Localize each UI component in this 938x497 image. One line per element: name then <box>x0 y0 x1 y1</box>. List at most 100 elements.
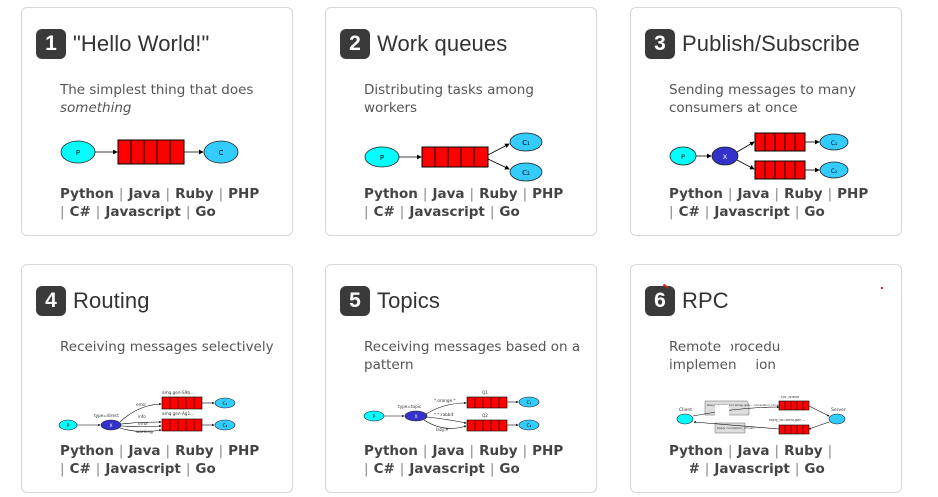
link-go[interactable]: Go <box>804 461 825 477</box>
separator: | <box>185 204 191 220</box>
link-csharp[interactable]: C# <box>678 204 700 220</box>
card-header[interactable]: 6 RPC <box>645 286 729 316</box>
link-php[interactable]: PHP <box>532 443 564 459</box>
reply-note: Reply correlation_id=abc <box>717 426 755 430</box>
link-php[interactable]: PHP <box>228 443 260 459</box>
link-javascript[interactable]: Javascript <box>105 461 181 477</box>
separator: | <box>422 186 428 202</box>
tutorial-title[interactable]: Publish/Subscribe <box>682 31 860 56</box>
link-go[interactable]: Go <box>499 204 520 220</box>
tutorial-card-3[interactable]: 3 Publish/Subscribe Sending messages to … <box>630 7 902 236</box>
consumer-node <box>509 132 543 152</box>
queue-name: Q2 <box>482 413 488 418</box>
separator: | <box>704 461 710 477</box>
link-csharp[interactable]: C# <box>373 461 395 477</box>
link-java[interactable]: Java <box>737 186 770 202</box>
work-queues-diagram: P C₁ C₂ <box>364 132 543 182</box>
link-ruby[interactable]: Ruby <box>175 443 214 459</box>
link-javascript[interactable]: Javascript <box>714 461 790 477</box>
consumer-node <box>203 140 239 164</box>
consumer-node <box>518 396 540 408</box>
exchange-node <box>711 146 739 166</box>
link-python[interactable]: Python <box>669 186 723 202</box>
link-java[interactable]: Java <box>737 443 770 459</box>
exchange-label: X <box>414 414 417 420</box>
tutorial-title[interactable]: RPC <box>682 288 729 313</box>
link-python[interactable]: Python <box>60 443 114 459</box>
link-go[interactable]: Go <box>195 461 216 477</box>
consumer-label: C₂ <box>527 423 532 429</box>
link-javascript[interactable]: Javascript <box>409 461 485 477</box>
link-php[interactable]: PHP <box>532 186 564 202</box>
link-csharp[interactable]: C# <box>373 204 395 220</box>
separator: | <box>522 443 528 459</box>
tutorial-title[interactable]: Work queues <box>377 31 508 56</box>
description-emphasis: something <box>60 100 132 116</box>
occlusion-artifact <box>781 337 821 353</box>
separator: | <box>399 204 405 220</box>
link-java[interactable]: Java <box>128 186 161 202</box>
consumer-label: C <box>219 149 224 157</box>
link-go[interactable]: Go <box>499 461 520 477</box>
separator: | <box>794 461 800 477</box>
separator: | <box>704 204 710 220</box>
language-links: Python|Java|Ruby|PHP|C#|Javascript|Go <box>60 442 280 478</box>
consumer-node <box>214 397 236 409</box>
tutorial-card-4[interactable]: 4 Routing Receiving messages selectively… <box>21 264 293 493</box>
tutorial-title[interactable]: Topics <box>377 288 440 313</box>
card-header[interactable]: 3 Publish/Subscribe <box>645 29 860 59</box>
link-java[interactable]: Java <box>432 186 465 202</box>
server-label: Server <box>831 407 846 413</box>
card-header[interactable]: 5 Topics <box>340 286 440 316</box>
link-go[interactable]: Go <box>195 204 216 220</box>
link-python[interactable]: Python <box>364 443 418 459</box>
link-csharp[interactable]: C# <box>69 461 91 477</box>
binding-label: *.*.rabbit <box>434 412 454 417</box>
card-header[interactable]: 4 Routing <box>36 286 150 316</box>
link-javascript[interactable]: Javascript <box>409 204 485 220</box>
consumer-label: C₁ <box>223 401 228 407</box>
queue <box>421 146 489 168</box>
link-python[interactable]: Python <box>364 186 418 202</box>
link-ruby[interactable]: Ruby <box>479 443 518 459</box>
language-links: Python|Java|Ruby|PHP|C#|Javascript|Go <box>364 442 584 478</box>
exchange-node <box>404 410 428 422</box>
link-javascript[interactable]: Javascript <box>105 204 181 220</box>
separator: | <box>218 186 224 202</box>
tutorial-card-6[interactable]: 6 RPC Remote procedure call implementati… <box>630 264 902 493</box>
exchange-node <box>100 419 122 431</box>
tutorial-title[interactable]: "Hello World!" <box>73 31 210 56</box>
separator: | <box>827 443 833 459</box>
link-php[interactable]: PHP <box>228 186 260 202</box>
link-ruby[interactable]: Ruby <box>784 186 823 202</box>
link-python[interactable]: Python <box>669 443 723 459</box>
queue-name: reply_to=amq.gen... <box>769 418 805 422</box>
tutorial-card-5[interactable]: 5 Topics Receiving messages based on a p… <box>325 264 597 493</box>
link-php[interactable]: PHP <box>837 186 869 202</box>
link-ruby[interactable]: Ruby <box>784 443 823 459</box>
link-python[interactable]: Python <box>60 186 114 202</box>
link-go[interactable]: Go <box>804 204 825 220</box>
tutorial-number-badge: 3 <box>645 29 675 59</box>
tutorial-card-1[interactable]: 1 "Hello World!" The simplest thing that… <box>21 7 293 236</box>
link-ruby[interactable]: Ruby <box>479 186 518 202</box>
link-java[interactable]: Java <box>432 443 465 459</box>
tutorial-card-2[interactable]: 2 Work queues Distributing tasks among w… <box>325 7 597 236</box>
card-header[interactable]: 1 "Hello World!" <box>36 29 209 59</box>
exchange-type-label: type=direct <box>94 413 119 418</box>
producer-label: P <box>380 154 384 162</box>
link-csharp[interactable]: C# <box>69 204 91 220</box>
client-label: Client <box>679 407 692 413</box>
separator: | <box>522 186 528 202</box>
link-ruby[interactable]: Ruby <box>175 186 214 202</box>
separator: | <box>165 186 171 202</box>
queue <box>754 132 806 152</box>
consumer-node <box>819 161 849 179</box>
queue <box>161 396 203 410</box>
separator: | <box>60 204 65 220</box>
link-javascript[interactable]: Javascript <box>714 204 790 220</box>
link-java[interactable]: Java <box>128 443 161 459</box>
separator: | <box>469 443 475 459</box>
tutorial-title[interactable]: Routing <box>73 288 150 313</box>
card-header[interactable]: 2 Work queues <box>340 29 507 59</box>
